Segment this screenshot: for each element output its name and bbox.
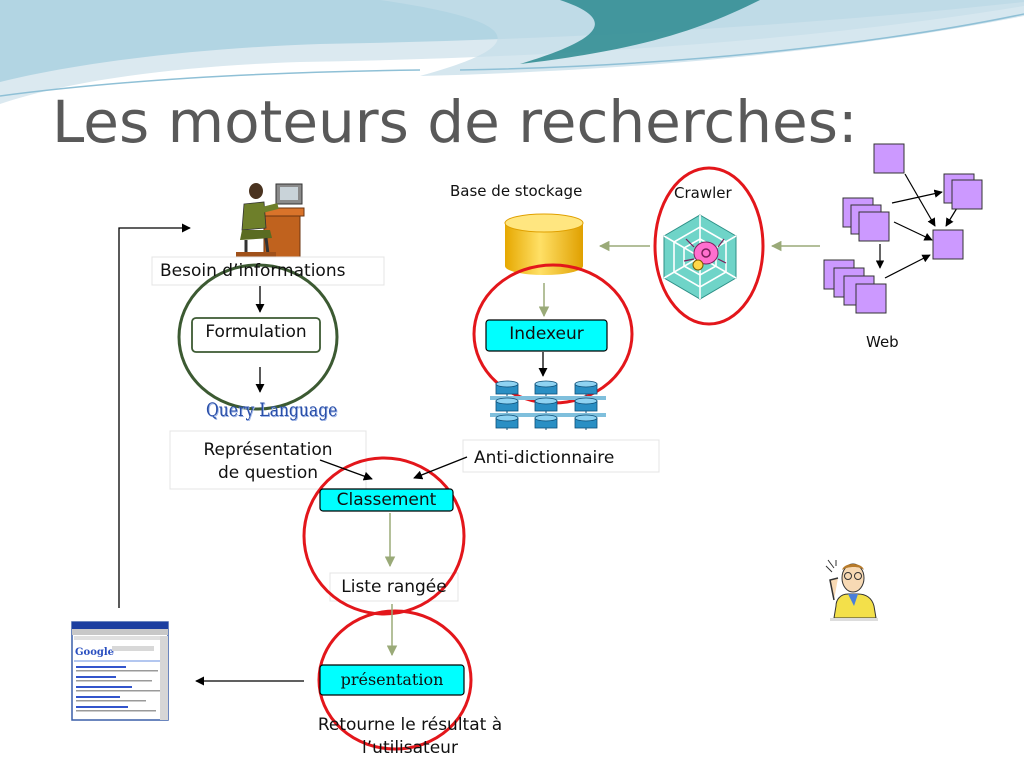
classement-highlight-circle [302, 456, 466, 616]
base-stockage-label: Base de stockage [450, 182, 583, 200]
query-language-label: Query Language [206, 399, 338, 421]
web-network-icon [823, 143, 983, 314]
index-block-7 [574, 397, 598, 412]
web-page-node-10 [855, 283, 887, 314]
index-block-2 [495, 414, 519, 429]
index-block-3 [534, 380, 558, 395]
index-blocks-icon [490, 380, 606, 430]
index-block-6 [574, 380, 598, 395]
crawler-highlight-circle [653, 166, 765, 326]
classement-label: Classement [336, 490, 437, 510]
index-block-8 [574, 414, 598, 429]
presentation-highlight-circle [317, 609, 473, 751]
representation-label-line1: Représentation [203, 440, 333, 460]
spider-web-icon [663, 214, 737, 300]
retourne-label-line1: Retourne le résultat à [317, 715, 503, 735]
retourne-label-line2: l’utilisateur [362, 738, 458, 758]
database-cylinder-icon [504, 213, 584, 275]
web-page-node-0 [873, 143, 905, 174]
web-page-node-2 [951, 179, 983, 210]
representation-label-box [169, 430, 367, 490]
indexeur-box [485, 319, 608, 352]
anti-dictionnaire-label: Anti-dictionnaire [474, 448, 615, 468]
index-block-1 [495, 397, 519, 412]
formulation-label: Formulation [205, 322, 307, 342]
slide-title: Les moteurs de recherches: [52, 88, 858, 156]
crawler-label: Crawler [674, 184, 732, 202]
header-decoration [0, 0, 1024, 104]
anti-dictionnaire-label-box [462, 439, 660, 473]
thinking-person-icon [825, 559, 878, 621]
arrow-representation-to-classement [319, 459, 373, 481]
presentation-label: présentation [340, 670, 444, 689]
index-block-5 [534, 414, 558, 429]
index-block-4 [534, 397, 558, 412]
formulation-box [191, 317, 321, 353]
web-page-node-5 [858, 211, 890, 242]
person-at-computer-icon [236, 183, 305, 267]
besoin-label-box [151, 256, 385, 286]
classement-box [319, 488, 454, 512]
arrow-anti-dictionnaire-to-classement [413, 456, 468, 480]
formulation-highlight-circle [177, 263, 339, 411]
besoin-label: Besoin d’informations [160, 261, 346, 281]
web-page-node-6 [932, 229, 964, 260]
web-label: Web [866, 333, 899, 351]
feedback-loop-arrow [118, 223, 191, 608]
svg-text:Google: Google [75, 647, 114, 658]
indexeur-label: Indexeur [509, 324, 584, 344]
liste-rangee-label: Liste rangée [341, 577, 447, 597]
presentation-box [319, 664, 465, 696]
representation-label-line2: de question [217, 463, 319, 483]
browser-results-icon: Google [71, 621, 169, 721]
index-block-0 [495, 380, 519, 395]
